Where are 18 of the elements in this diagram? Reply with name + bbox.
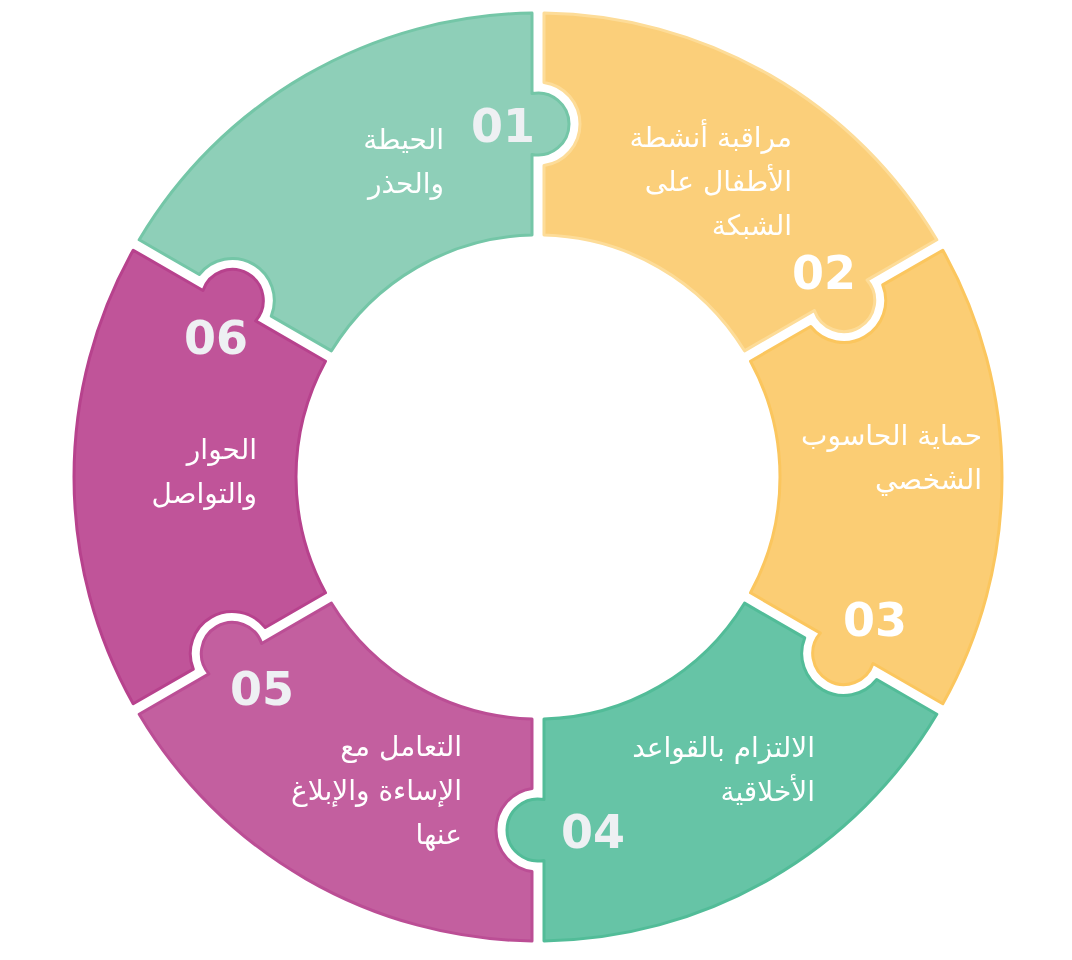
step-number: 03 [843, 597, 907, 643]
step-label: الحيطة والحذر [362, 122, 444, 202]
step-number: 02 [792, 250, 856, 296]
step-label: التعامل مع الإساءة والإبلاغ عنها [290, 729, 462, 853]
step-number: 04 [561, 809, 625, 855]
step-number: 05 [230, 666, 294, 712]
puzzle-segment [505, 601, 939, 943]
puzzle-segment [137, 11, 571, 353]
puzzle-segment [137, 601, 534, 943]
step-label: الحوار والتواصل [150, 432, 257, 512]
puzzle-segment [749, 248, 1004, 706]
puzzle-segment [72, 248, 327, 706]
step-number: 01 [471, 103, 535, 149]
step-number: 06 [184, 315, 248, 361]
step-label: حماية الحاسوب الشخصي [800, 418, 982, 498]
step-label: مراقبة أنشطة الأطفال على الشبكة [628, 118, 792, 244]
puzzle-segment [542, 11, 939, 353]
step-label: الالتزام بالقواعد الأخلاقية [631, 730, 815, 810]
